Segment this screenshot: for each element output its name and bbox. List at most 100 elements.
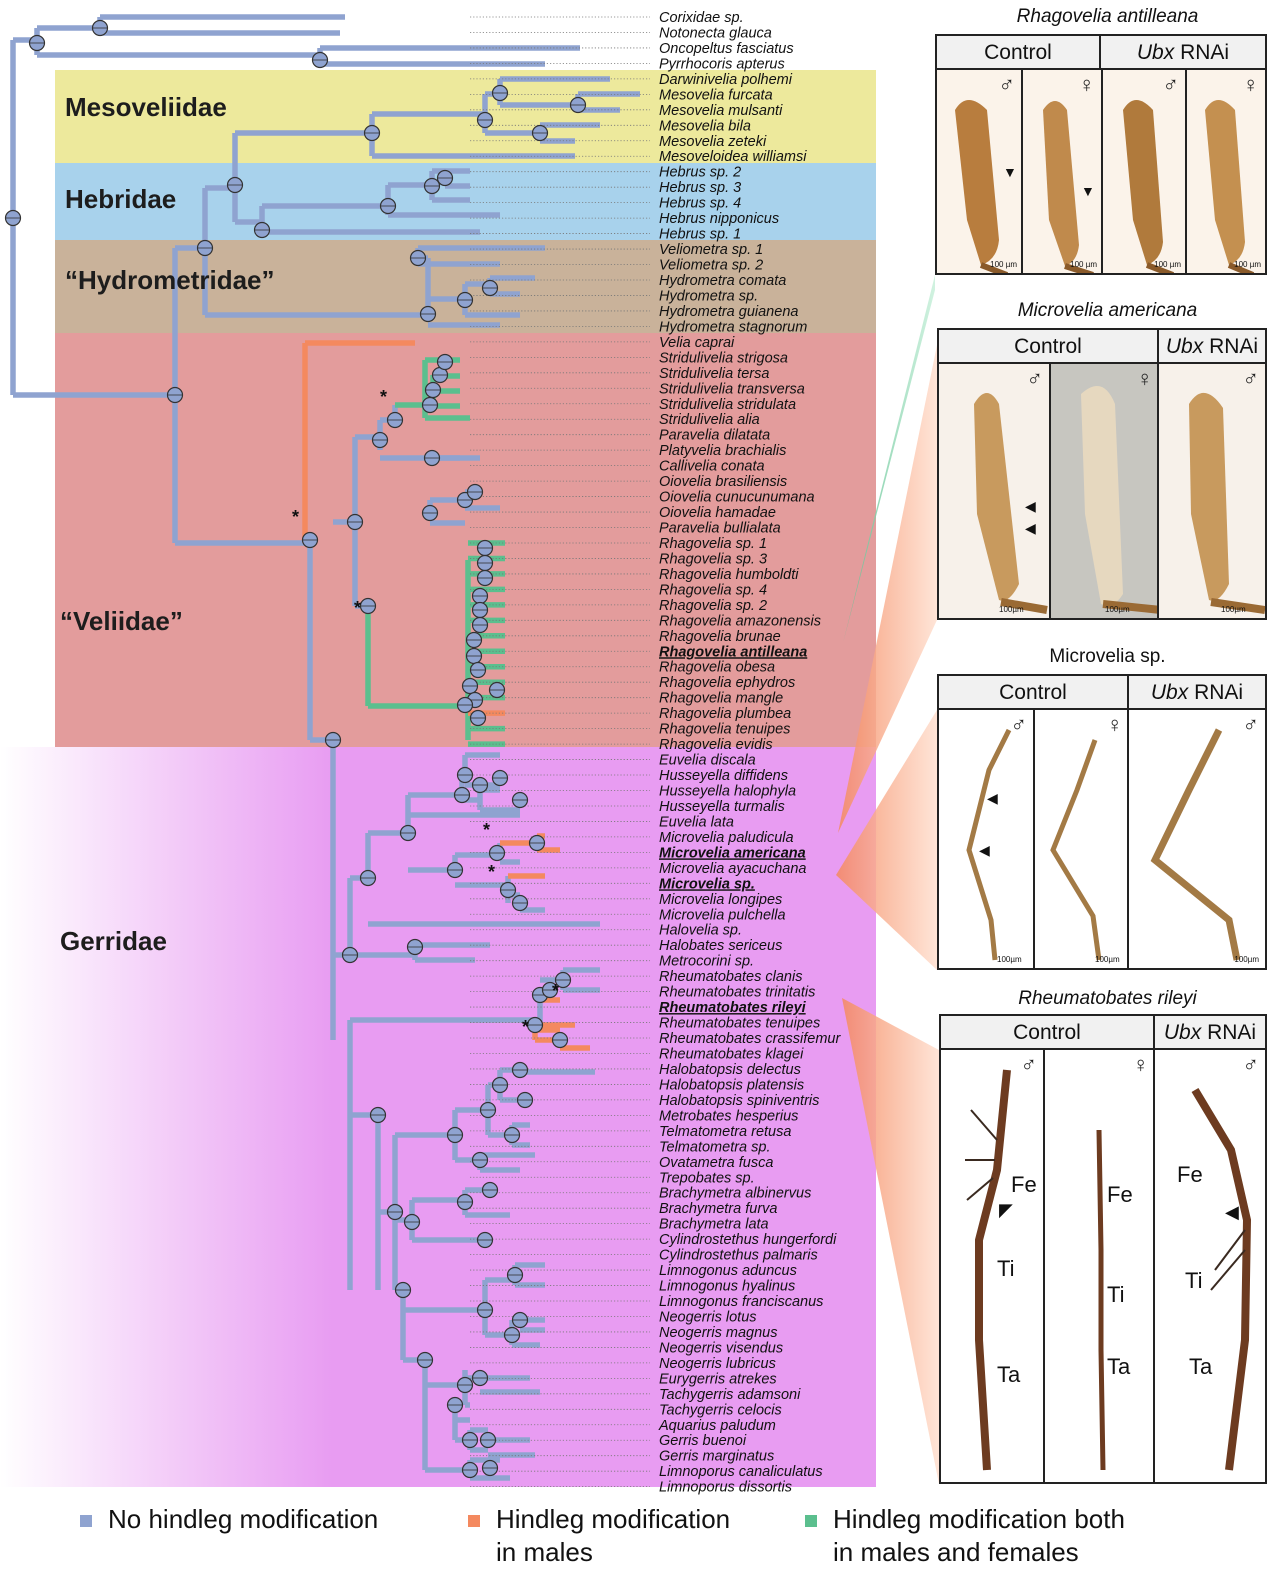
tree-node [426, 383, 441, 398]
asterisk-marker: * [488, 862, 495, 882]
tree-node [490, 846, 505, 861]
tree-node [6, 211, 21, 226]
taxon-label: Hebrus sp. 2 [659, 165, 741, 181]
taxon-label: Rhagovelia mangle [659, 691, 783, 707]
taxon-label: Rheumatobates crassifemur [659, 1031, 841, 1047]
family-label: Mesoveliidae [65, 92, 227, 122]
taxon-label: Rhagovelia obesa [659, 660, 775, 676]
taxon-label: Oncopeltus fasciatus [659, 41, 794, 57]
photo-control-male: ♂▼ 100 µm [937, 70, 1021, 273]
taxon-label: Pyrrhocoris apterus [659, 56, 785, 72]
panel-title-rhagovelia: Rhagovelia antilleana [940, 6, 1275, 28]
panel-title-microvelia-americana: Microvelia americana [940, 300, 1275, 322]
photo-control-female: ♀ 100µm [1049, 364, 1159, 618]
tree-node [348, 515, 363, 530]
taxon-label: Rhagovelia sp. 2 [659, 598, 767, 614]
tree-node [463, 679, 478, 694]
tree-node [467, 633, 482, 648]
tree-node [493, 1078, 508, 1093]
taxon-label: Rhagovelia ephydros [659, 675, 795, 691]
taxon-label: Hebrus sp. 4 [659, 196, 741, 212]
taxon-label: Paravelia bullialata [659, 521, 781, 537]
taxon-label: Platyvelia brachialis [659, 443, 786, 459]
control-header: Control [939, 330, 1157, 364]
taxon-label: Limnogonus aduncus [659, 1263, 797, 1279]
control-header: Control [937, 36, 1099, 70]
tree-node [401, 826, 416, 841]
taxon-label: Tachygerris adamsoni [659, 1387, 801, 1403]
taxon-label: Euvelia lata [659, 814, 734, 830]
tree-node [405, 1215, 420, 1230]
taxon-label: Microvelia americana [659, 845, 806, 861]
taxon-label: Mesovelia zeteki [659, 134, 767, 150]
taxon-label: Rhagovelia sp. 4 [659, 582, 767, 598]
taxon-label: Telmatometra sp. [659, 1139, 770, 1155]
tree-node [371, 1108, 386, 1123]
family-label: Gerridae [60, 926, 167, 956]
control-header: Control [941, 1016, 1153, 1050]
tree-node [473, 603, 488, 618]
tree-node [168, 388, 183, 403]
tree-node [473, 1371, 488, 1386]
tree-node [458, 293, 473, 308]
tree-node [478, 571, 493, 586]
taxon-label: Hydrometra guianena [659, 304, 798, 320]
tree-node [458, 1195, 473, 1210]
taxon-label: Husseyella diffidens [659, 768, 788, 784]
taxon-label: Rheumatobates tenuipes [659, 1016, 820, 1032]
taxon-label: Rhagovelia amazonensis [659, 613, 821, 629]
tree-node [455, 788, 470, 803]
taxon-label: Halobatopsis spiniventris [659, 1093, 819, 1109]
tree-node [513, 1063, 528, 1078]
tree-node [493, 771, 508, 786]
taxon-label: Rhagovelia sp. 1 [659, 536, 767, 552]
taxon-label: Aquarius paludum [658, 1418, 776, 1434]
photo-ubx-male: ♂ 100µm [1127, 710, 1265, 968]
tree-node [438, 355, 453, 370]
tree-node [483, 1461, 498, 1476]
taxon-label: Rhagovelia evidis [659, 737, 773, 753]
asterisk-marker: * [483, 820, 490, 840]
asterisk-marker: * [292, 507, 299, 527]
taxon-label: Rheumatobates clanis [659, 969, 802, 985]
taxon-label: Rhagovelia antilleana [659, 644, 807, 660]
panel-rheumatobates-rileyi: Control Ubx RNAi ♂ Fe Ti Ta ◤ ♀ Fe Ti Ta… [939, 1014, 1267, 1484]
taxon-label: Oiovelia brasiliensis [659, 474, 787, 490]
tree-node [463, 1433, 478, 1448]
panel-title-rheumatobates: Rheumatobates rileyi [940, 988, 1275, 1010]
tree-node [411, 251, 426, 266]
taxon-label: Rhagovelia tenuipes [659, 722, 790, 738]
tree-node [478, 541, 493, 556]
taxon-label: Microvelia paludicula [659, 830, 794, 846]
taxon-label: Brachymetra furva [659, 1201, 777, 1217]
taxon-label: Halobatopsis platensis [659, 1077, 804, 1093]
taxon-label: Hydrometra sp. [659, 288, 758, 304]
taxon-label: Stridulivelia alia [659, 412, 760, 428]
taxon-label: Brachymetra lata [659, 1217, 769, 1233]
tree-node [381, 199, 396, 214]
taxon-label: Mesovelia bila [659, 118, 751, 134]
tree-node [361, 871, 376, 886]
tree-node [458, 768, 473, 783]
tree-node [313, 53, 328, 68]
taxon-label: Veliometra sp. 2 [659, 258, 763, 274]
taxon-label: Corixidae sp. [659, 10, 744, 26]
phylogenetic-tree: Corixidae sp.Notonecta glaucaOncopeltus … [0, 0, 940, 1500]
taxon-label: Cylindrostethus palmaris [659, 1248, 818, 1264]
taxon-label: Hydrometra stagnorum [659, 319, 807, 335]
taxon-label: Husseyella halophyla [659, 784, 796, 800]
tree-node [473, 1153, 488, 1168]
taxon-label: Stridulivelia transversa [659, 381, 805, 397]
tree-node [571, 98, 586, 113]
asterisk-marker: * [380, 387, 387, 407]
tree-node [326, 733, 341, 748]
tree-node [388, 413, 403, 428]
tree-node [458, 1378, 473, 1393]
taxon-label: Neogerris lubricus [659, 1356, 776, 1372]
tree-node [490, 683, 505, 698]
ubx-header: Ubx RNAi [1099, 36, 1265, 70]
taxon-label: Velia caprai [659, 335, 735, 351]
taxon-label: Eurygerris atrekes [659, 1371, 777, 1387]
